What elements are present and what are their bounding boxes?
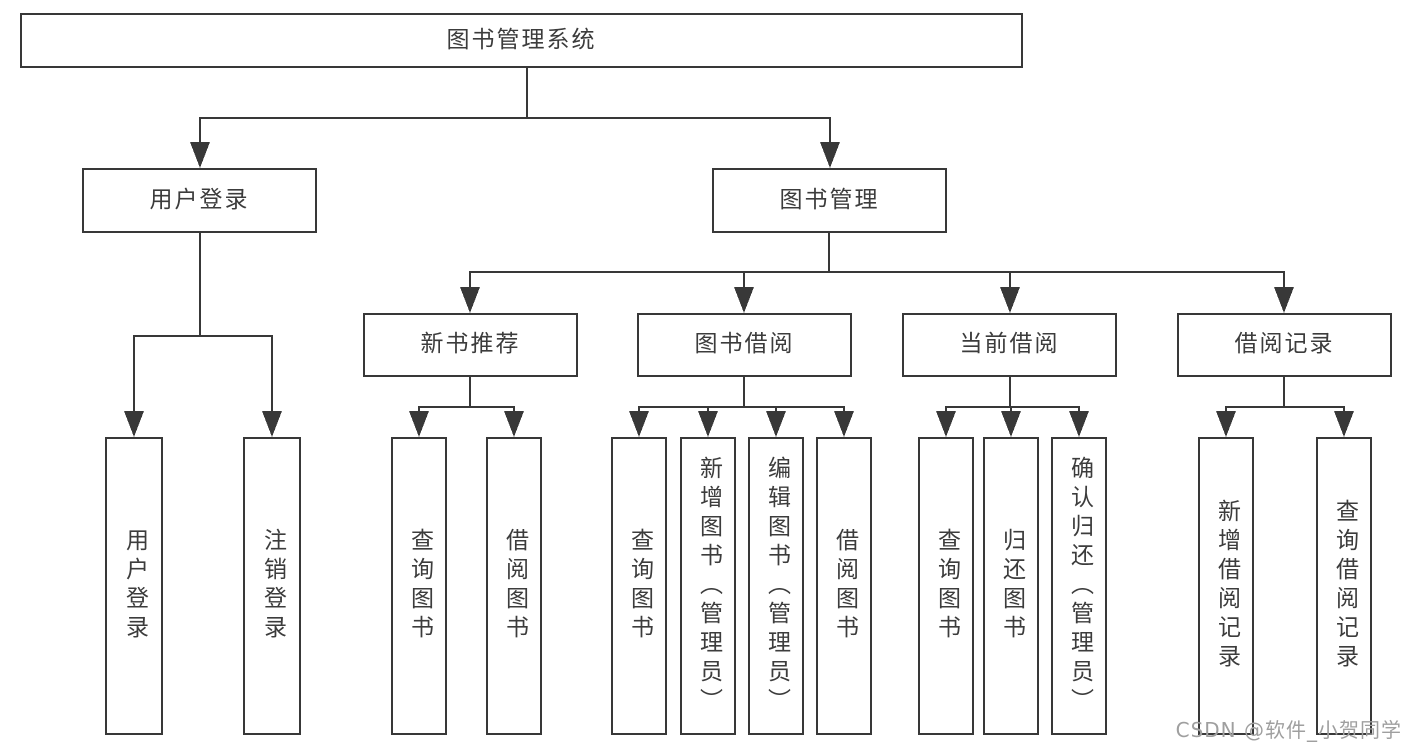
arrowhead-icon (1274, 287, 1294, 313)
arrowhead-icon (766, 411, 786, 437)
arrowhead-icon (834, 411, 854, 437)
arrowhead-icon (1069, 411, 1089, 437)
leaf-borrow-books-recommend: 借阅图书 (486, 437, 542, 735)
arrowhead-icon (190, 142, 210, 168)
leaf-return-books: 归还图书 (983, 437, 1039, 735)
arrowhead-icon (698, 411, 718, 437)
arrowhead-icon (734, 287, 754, 313)
arrowhead-icon (460, 287, 480, 313)
leaf-logout: 注销登录 (243, 437, 301, 735)
arrowhead-icon (124, 411, 144, 437)
arrowhead-icon (936, 411, 956, 437)
node-book-borrowing: 图书借阅 (637, 313, 852, 377)
node-library-management-system: 图书管理系统 (20, 13, 1023, 68)
arrowhead-icon (1001, 411, 1021, 437)
leaf-query-books-current: 查询图书 (918, 437, 974, 735)
arrowhead-icon (820, 142, 840, 168)
leaf-query-books-recommend: 查询图书 (391, 437, 447, 735)
arrowhead-icon (1000, 287, 1020, 313)
arrowhead-icon (504, 411, 524, 437)
node-book-management: 图书管理 (712, 168, 947, 233)
leaf-add-books-admin: 新增图书（管理员） (680, 437, 736, 735)
arrowhead-icon (1216, 411, 1236, 437)
node-borrowing-records: 借阅记录 (1177, 313, 1392, 377)
leaf-query-borrow-record: 查询借阅记录 (1316, 437, 1372, 735)
leaf-confirm-return-admin: 确认归还（管理员） (1051, 437, 1107, 735)
arrowhead-icon (1334, 411, 1354, 437)
node-new-book-recommend: 新书推荐 (363, 313, 578, 377)
leaf-user-login: 用户登录 (105, 437, 163, 735)
node-current-borrowing: 当前借阅 (902, 313, 1117, 377)
leaf-borrow-books-borrowing: 借阅图书 (816, 437, 872, 735)
leaf-edit-books-admin: 编辑图书（管理员） (748, 437, 804, 735)
node-user-login: 用户登录 (82, 168, 317, 233)
watermark: CSDN @软件_小贺同学 (1175, 718, 1402, 742)
arrowhead-icon (409, 411, 429, 437)
leaf-add-borrow-record: 新增借阅记录 (1198, 437, 1254, 735)
leaf-query-books-borrowing: 查询图书 (611, 437, 667, 735)
arrowhead-icon (262, 411, 282, 437)
arrowhead-icon (629, 411, 649, 437)
